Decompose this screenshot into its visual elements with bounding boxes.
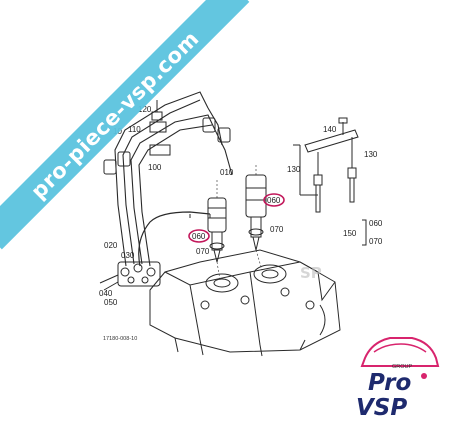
label-120: 120 [138,105,152,114]
label-100: 100 [148,163,162,172]
label-10: 10 [113,127,122,136]
label-110: 110 [128,125,141,134]
logo-group: GROUP [392,364,413,370]
label-150-070: 070 [369,237,383,246]
label-060-right: 060 [267,196,281,205]
logo-dot-icon [421,373,427,379]
label-040: 040 [99,289,113,298]
logo-pro: Pro [368,370,411,396]
provsp-logo: GROUP Pro VSP [356,337,440,421]
glow-plug-assembly [293,117,359,213]
label-020: 020 [104,241,118,250]
label-030: 030 [121,251,135,260]
group-bracket [362,219,367,246]
label-130-right: 130 [364,150,378,159]
injector-right [245,174,267,251]
label-050: 050 [104,298,118,307]
injection-pump [99,261,161,291]
label-010: 010 [220,168,234,177]
label-140: 140 [323,125,337,134]
label-060-left: 060 [192,232,206,241]
logo-vsp: VSP [356,395,407,421]
label-150: 150 [343,229,357,238]
label-070-right: 070 [270,225,284,234]
engine-block [149,249,341,357]
guide-lines [216,165,263,281]
label-150-060: 060 [369,219,383,228]
diagram-code: 17180-008-10 [103,336,137,342]
label-070-left: 070 [196,247,210,256]
car-icon [360,337,440,367]
watermark-text: SP [300,264,322,282]
label-130-left: 130 [287,165,301,174]
injector-left [207,197,227,263]
highlight-060-right [263,193,285,207]
